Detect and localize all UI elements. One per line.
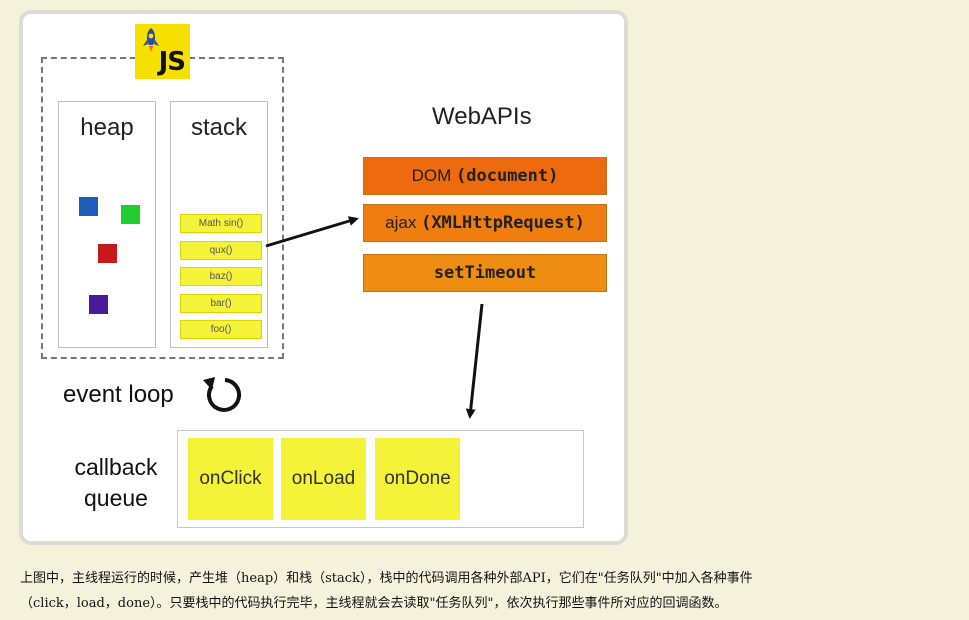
caption-line: 上图中，主线程运行的时候，产生堆（heap）和栈（stack），栈中的代码调用各…: [20, 571, 753, 586]
webapi-name: DOM: [411, 166, 452, 185]
callback-queue-label-line2: queue: [84, 485, 148, 511]
webapi-settimeout: setTimeout: [363, 254, 607, 292]
stack-to-webapis-arrow: [265, 216, 359, 248]
callback-queue-label-line1: callback: [74, 454, 158, 480]
stack-panel: stack Math sin() qux() baz() bar() foo(): [170, 101, 268, 348]
webapi-dom: DOM (document): [363, 157, 607, 195]
webapi-name: ajax: [385, 213, 417, 232]
js-logo-text: JS: [158, 47, 186, 77]
js-logo: JS: [135, 24, 190, 79]
stack-title: stack: [190, 114, 247, 141]
webapi-arg: (XMLHttpRequest): [421, 213, 585, 233]
callback-ondone: onDone: [375, 438, 460, 520]
heap-object: [79, 197, 98, 216]
webapi-ajax: ajax (XMLHttpRequest): [363, 204, 607, 242]
heap-panel: heap: [58, 101, 156, 348]
caption-line: （click，load，done）。只要栈中的代码执行完毕，主线程就会去读取"任…: [20, 596, 728, 611]
webapi-arg: (document): [456, 166, 559, 186]
event-loop-label: event loop: [63, 381, 174, 408]
webapis-to-queue-arrow: [465, 303, 484, 419]
caption-text: 上图中，主线程运行的时候，产生堆（heap）和栈（stack），栈中的代码调用各…: [20, 566, 955, 616]
callback-onload: onLoad: [281, 438, 366, 520]
event-loop-icon: [203, 377, 242, 412]
callback-queue-label: callback queue: [64, 452, 168, 514]
heap-object: [98, 244, 117, 263]
stack-frame: foo(): [180, 320, 262, 339]
heap-title: heap: [80, 114, 134, 141]
rocket-icon: [143, 28, 159, 52]
heap-object: [89, 295, 108, 314]
webapi-arg: setTimeout: [433, 263, 537, 283]
stack-frame: bar(): [180, 294, 262, 313]
webapis-title: WebAPIs: [432, 103, 532, 130]
stack-frame: baz(): [180, 267, 262, 286]
stack-frame: Math sin(): [180, 214, 262, 233]
stack-frame: qux(): [180, 241, 262, 260]
heap-object: [121, 205, 140, 224]
callback-onclick: onClick: [188, 438, 273, 520]
